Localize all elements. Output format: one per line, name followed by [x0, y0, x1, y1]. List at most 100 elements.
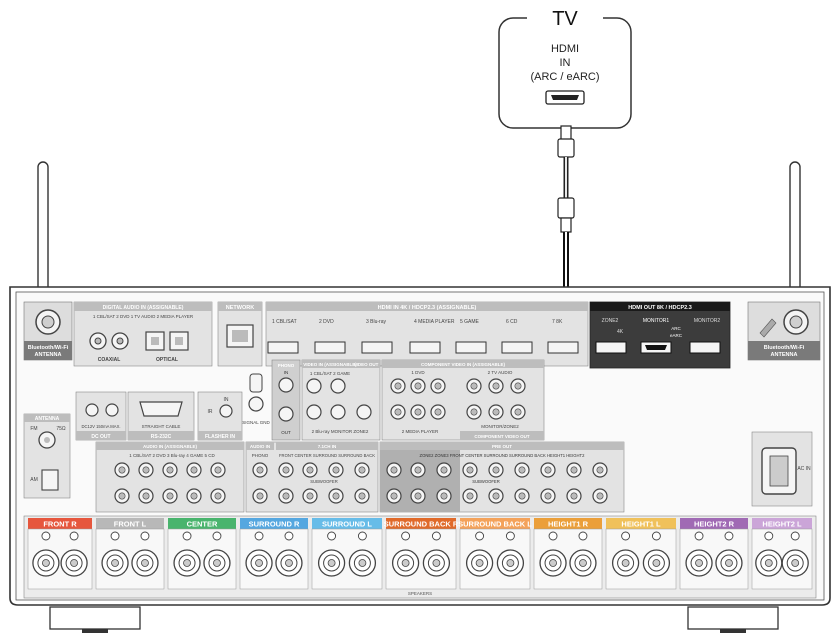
zone2-hdmi-port	[595, 341, 627, 354]
straight-cable-label: STRAIGHT CABLE	[142, 424, 181, 429]
component-jack-8	[410, 404, 426, 420]
hdmi-in-title: HDMI IN 4K / HDCP2.3 (ASSIGNABLE)	[378, 305, 477, 311]
speaker-label-10: HEIGHT2 R	[694, 520, 735, 529]
hdmi-in-label-1: 1 CBL/SAT	[272, 319, 297, 325]
audio-inputs: 1 CBL/SAT 2 DVD 3 Blu-ray 4 GAME 5 CD	[129, 453, 215, 458]
optical-label: OPTICAL	[156, 357, 178, 363]
component-jack-3	[430, 378, 446, 394]
pre-out-jack-top-1	[386, 462, 402, 478]
receiver-feet	[49, 606, 779, 633]
audio-in-jack-top-4	[186, 462, 202, 478]
speaker-terminal-10: HEIGHT2 R	[679, 518, 749, 590]
hdmi-in-port-4	[409, 341, 441, 354]
pre-out-jack-top-5	[488, 462, 504, 478]
speaker-terminal-5: SURROUND L	[311, 518, 383, 590]
dc-out-section: DC12V 150mA MAX. DC OUT	[75, 391, 127, 441]
flasher-in-label: FLASHER IN	[205, 434, 235, 440]
phono-out-small: OUT	[281, 430, 291, 435]
audio-in-jack-top-2	[138, 462, 154, 478]
audio-in-jack-top-5	[210, 462, 226, 478]
speaker-terminal-9: HEIGHT1 L	[605, 518, 677, 590]
pre-out-jack-bottom-4	[462, 488, 478, 504]
ir-label: IR	[208, 409, 213, 415]
digital-audio-in-section: DIGITAL AUDIO IN (ASSIGNABLE) 1 CBL/SAT …	[73, 301, 213, 367]
hdmi-in-label-5: 5 GAME	[460, 319, 480, 325]
pre-out-jack-bottom-1	[386, 488, 402, 504]
network-label: NETWORK	[226, 305, 254, 311]
hdmi-out-title: HDMI OUT 8K / HDCP2.3	[628, 305, 692, 311]
hdmi-in-label-3: 3 Blu-ray	[366, 319, 387, 325]
bt-antenna-right-mount: Bluetooth/Wi-Fi ANTENNA	[747, 301, 821, 361]
subwoofer-label: SUBWOOFER	[310, 479, 337, 484]
bt-left-label2: ANTENNA	[35, 352, 62, 358]
antenna-section: ANTENNA FM 75Ω AM	[23, 413, 71, 499]
ch71-jack-bottom-1	[252, 488, 268, 504]
speaker-label-1: FRONT R	[43, 520, 77, 529]
monitor-zone2-label: MONITOR/ZONE2	[481, 424, 519, 429]
tv-arc-label: (ARC / eARC)	[530, 71, 599, 83]
digital-audio-sub: 1 CBL/SAT 2 DVD 1 TV AUDIO 2 MEDIA PLAYE…	[93, 314, 194, 319]
pre-out-jack-bottom-3	[436, 488, 452, 504]
ch71-jack-top-1	[252, 462, 268, 478]
hdmi-in-label-6: 6 CD	[506, 319, 518, 325]
component-out-title: COMPONENT VIDEO OUT	[474, 434, 530, 439]
speaker-label-4: SURROUND R	[249, 520, 300, 529]
pre-out-jack-bottom-9	[592, 488, 608, 504]
pre-out-jack-bottom-6	[514, 488, 530, 504]
tv-group: TV HDMI IN (ARC / eARC)	[498, 8, 632, 129]
tv-hdmi-port	[545, 90, 585, 105]
speaker-terminal-8: HEIGHT1 R	[533, 518, 603, 590]
ch71-jack-top-3	[302, 462, 318, 478]
video-out-title: VIDEO OUT	[354, 362, 379, 367]
digital-audio-title: DIGITAL AUDIO IN (ASSIGNABLE)	[103, 305, 184, 311]
component-jack-4	[466, 378, 482, 394]
monitor2-hdmi-port	[689, 341, 721, 354]
speakers-label: SPEAKERS	[408, 591, 432, 596]
signal-gnd-label: SIGNAL GND	[242, 420, 270, 425]
speaker-label-9: HEIGHT1 L	[621, 520, 661, 529]
audio-in-jack-top-3	[162, 462, 178, 478]
audio-in-jack-top-1	[114, 462, 130, 478]
video-in-section: VIDEO IN (ASSIGNABLE) VIDEO OUT 1 CBL/SA…	[301, 359, 381, 441]
hdmi-in-label-4: 4 MEDIA PLAYER	[414, 319, 455, 325]
pre-out-jack-top-7	[540, 462, 556, 478]
hdmi-in-port-3	[361, 341, 393, 354]
component-jack-12	[510, 404, 526, 420]
phono-in-out-block: PHONO IN OUT	[271, 359, 301, 441]
speaker-terminal-3: CENTER	[167, 518, 237, 590]
component-video-section: COMPONENT VIDEO IN (ASSIGNABLE) 1 DVD 2 …	[381, 359, 545, 441]
ch71-jack-top-4	[328, 462, 344, 478]
rs232c-label: RS-232C	[151, 434, 172, 440]
speaker-terminal-7: SURROUND BACK L	[458, 518, 532, 590]
audio-in-jack-bottom-4	[186, 488, 202, 504]
audio-in-section: AUDIO IN (ASSIGNABLE) 1 CBL/SAT 2 DVD 3 …	[95, 441, 245, 513]
pre-out-jack-bottom-7	[540, 488, 556, 504]
flasher-in-section: IN IR FLASHER IN	[197, 391, 243, 441]
speaker-label-11: HEIGHT2 L	[762, 520, 802, 529]
speaker-terminal-11: HEIGHT2 L	[751, 518, 813, 590]
pre-out-section: PRE OUT ZONE2 ZONE3 FRONT CENTER SURROUN…	[379, 441, 625, 513]
tv-hdmi-label: HDMI	[551, 43, 579, 55]
speaker-label-2: FRONT L	[114, 520, 147, 529]
monitor1-earc-label: eARC	[670, 333, 683, 338]
ohm-label: 75Ω	[56, 426, 66, 432]
bt-right-label2: ANTENNA	[771, 352, 798, 358]
component-jack-10	[466, 404, 482, 420]
phono-label: PHONO	[252, 453, 269, 458]
media-player-label: 2 MEDIA PLAYER	[402, 429, 439, 434]
component-in-1: 1 DVD	[411, 370, 425, 375]
ch71-section: AUDIO IN 7.1CH IN PHONO FRONT CENTER SUR…	[245, 441, 379, 513]
speaker-label-3: CENTER	[187, 520, 218, 529]
monitor2-label: MONITOR2	[694, 318, 721, 324]
pre-out-jack-top-4	[462, 462, 478, 478]
video-inputs: 1 CBL/SAT 2 GAME	[310, 371, 350, 376]
speaker-terminal-6: SURROUND BACK R	[384, 518, 459, 590]
monitor1-arc-label: ARC	[671, 326, 681, 331]
component-jack-11	[488, 404, 504, 420]
pre-out-jack-bottom-2	[410, 488, 426, 504]
video-bottom-labels: 2 Blu-ray MONITOR ZONE2	[312, 429, 369, 434]
speaker-terminal-1: FRONT R	[27, 518, 93, 590]
monitor1-label: MONITOR1	[643, 318, 670, 324]
flasher-in-label-top: IN	[224, 397, 229, 403]
pre-out-labels: ZONE2 ZONE3 FRONT CENTER SURROUND SURROU…	[420, 453, 586, 458]
